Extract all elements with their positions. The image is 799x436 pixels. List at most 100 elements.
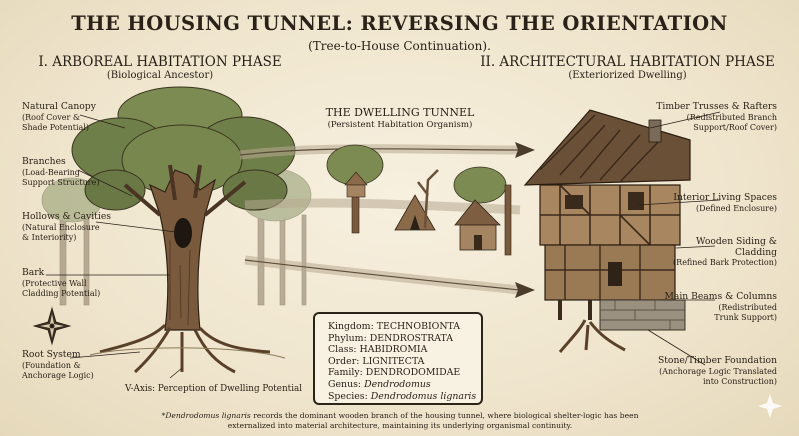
v-axis-caption: V-Axis: Perception of Dwelling Potential [125,384,302,394]
label-name: Root System [22,349,81,360]
right-phase-subtitle: (Exteriorized Dwelling) [568,70,687,81]
label-branches: Branches (Load-Bearing Support Structure… [22,156,100,189]
door [608,262,622,286]
label-desc: (Protective Wall [22,278,87,288]
branches [123,164,247,217]
tax-key: Phylum: [328,332,367,344]
taxonomy-genus: Genus: Dendrodomus [328,379,481,391]
label-name: Interior Living Spaces [673,192,777,203]
tax-val: DENDROSTRATA [369,332,454,344]
label-desc: Trunk Support) [714,313,777,322]
ancestor-tree [71,86,296,374]
left-leader-lines [46,114,183,379]
taxonomy-species: Species: Dendrodomus lignaris [328,391,481,403]
label-name-cont: Cladding [735,246,777,258]
footnote-line1: records the dominant wooden branch of th… [250,411,639,420]
sparkle-icon [758,394,782,418]
tax-key: Genus: [328,378,362,390]
label-name: Wooden Siding & [696,236,777,247]
window [565,195,583,209]
label-interior-living: Interior Living Spaces (Defined Enclosur… [673,192,777,214]
label-name: Timber Trusses & Rafters [656,101,777,112]
label-desc: & Interiority) [22,233,77,242]
label-name: Hollows & Cavities [22,211,111,222]
label-name: Main Beams & Columns [664,291,777,302]
label-desc: (Refined Bark Protection) [673,258,777,267]
label-wooden-siding: Wooden Siding & Cladding (Refined Bark P… [673,236,777,269]
taxonomy-box: Kingdom: TECHNOBIONTA Phylum: DENDROSTRA… [313,312,483,405]
architectural-house [523,109,691,353]
chimney [648,119,662,143]
footnote-species: *Dendrodomus lignaris [161,411,251,420]
label-name: Branches [22,156,66,167]
label-root-system: Root System (Foundation & Anchorage Logi… [22,349,94,382]
right-leader-lines [637,111,721,366]
taxonomy-class: Class: HABIDROMIA [328,344,481,356]
canopy-lower-left [84,169,146,211]
label-bark: Bark (Protective Wall Cladding Potential… [22,267,101,300]
main-beams [545,245,675,300]
tax-val: LIGNITECTA [362,355,425,367]
house-roots [558,319,626,353]
taxonomy-order: Order: LIGNITECTA [328,356,481,368]
trunk [148,169,217,331]
tunnel-subtitle: (Persistent Habitation Organism) [327,120,473,130]
label-timber-trusses: Timber Trusses & Rafters (Redistributed … [656,101,777,134]
label-desc: Shade Potential) [22,123,89,132]
timber-framing [540,184,680,246]
page-subtitle: (Tree-to-House Continuation). [308,39,491,53]
label-main-beams: Main Beams & Columns (Redistributed Trun… [664,291,777,324]
hollow-cavity [174,218,192,248]
tax-key: Family: [328,367,363,379]
stage-cabin [453,166,512,256]
bark-texture [169,240,191,326]
rafters [539,114,661,183]
label-desc: Cladding Potential) [22,289,101,298]
label-natural-canopy: Natural Canopy (Roof Cover & Shade Poten… [22,101,96,134]
label-name: Bark [22,267,45,278]
tax-key: Species: [328,390,368,402]
label-desc: (Anchorage Logic Translated [659,366,777,376]
compass-rose-icon [32,306,72,346]
arrow-head [515,282,535,298]
tax-key: Kingdom: [328,321,374,332]
right-phase-title: II. ARCHITECTURAL HABITATION PHASE [480,54,775,70]
label-desc: (Defined Enclosure) [696,203,777,213]
v-axis-prefix: V-Axis: [125,384,156,394]
footnote-line2: externalized into material architecture,… [227,420,573,430]
label-desc: into Construction) [702,377,777,386]
label-desc: (Redistributed [718,302,777,312]
label-hollows: Hollows & Cavities (Natural Enclosure & … [22,211,111,244]
page-title: THE HOUSING TUNNEL: REVERSING THE ORIENT… [71,12,728,35]
label-desc: (Load-Bearing [22,167,80,177]
roots [99,323,271,374]
bg-tree-trunk [257,204,265,306]
label-desc: Support Structure) [22,178,100,187]
label-desc: (Redistributed Branch [686,112,777,122]
label-foundation: Stone/Timber Foundation (Anchorage Logic… [657,355,777,388]
footnote: *Dendrodomus lignaris records the domina… [140,411,660,430]
columns [558,300,667,320]
left-phase-subtitle: (Biological Ancestor) [106,70,214,81]
tax-key: Class: [328,344,357,356]
stage-tree-hut [326,144,384,234]
tax-val: Dendrodomus [364,378,431,390]
tax-key: Order: [328,355,360,367]
label-desc: (Foundation & [22,360,81,370]
label-desc: (Roof Cover & [22,112,80,122]
arrow-head [515,142,535,158]
bg-tree-trunk [301,214,307,306]
tax-val: TECHNOBIONTA [376,321,461,332]
v-axis-text: Perception of Dwelling Potential [155,384,303,394]
tax-val: HABIDROMIA [359,344,428,356]
tax-val: Dendrodomus lignaris [370,390,477,402]
tunnel-title: THE DWELLING TUNNEL [325,106,475,119]
taxonomy-phylum: Phylum: DENDROSTRATA [328,333,481,345]
label-desc: Anchorage Logic) [22,371,94,380]
label-desc: (Natural Enclosure [22,222,100,232]
label-name: Stone/Timber Foundation [657,355,777,366]
label-desc: Support/Roof Cover) [693,123,777,132]
taxonomy-family: Family: DENDRODOMIDAE [328,367,481,379]
window [628,192,644,210]
